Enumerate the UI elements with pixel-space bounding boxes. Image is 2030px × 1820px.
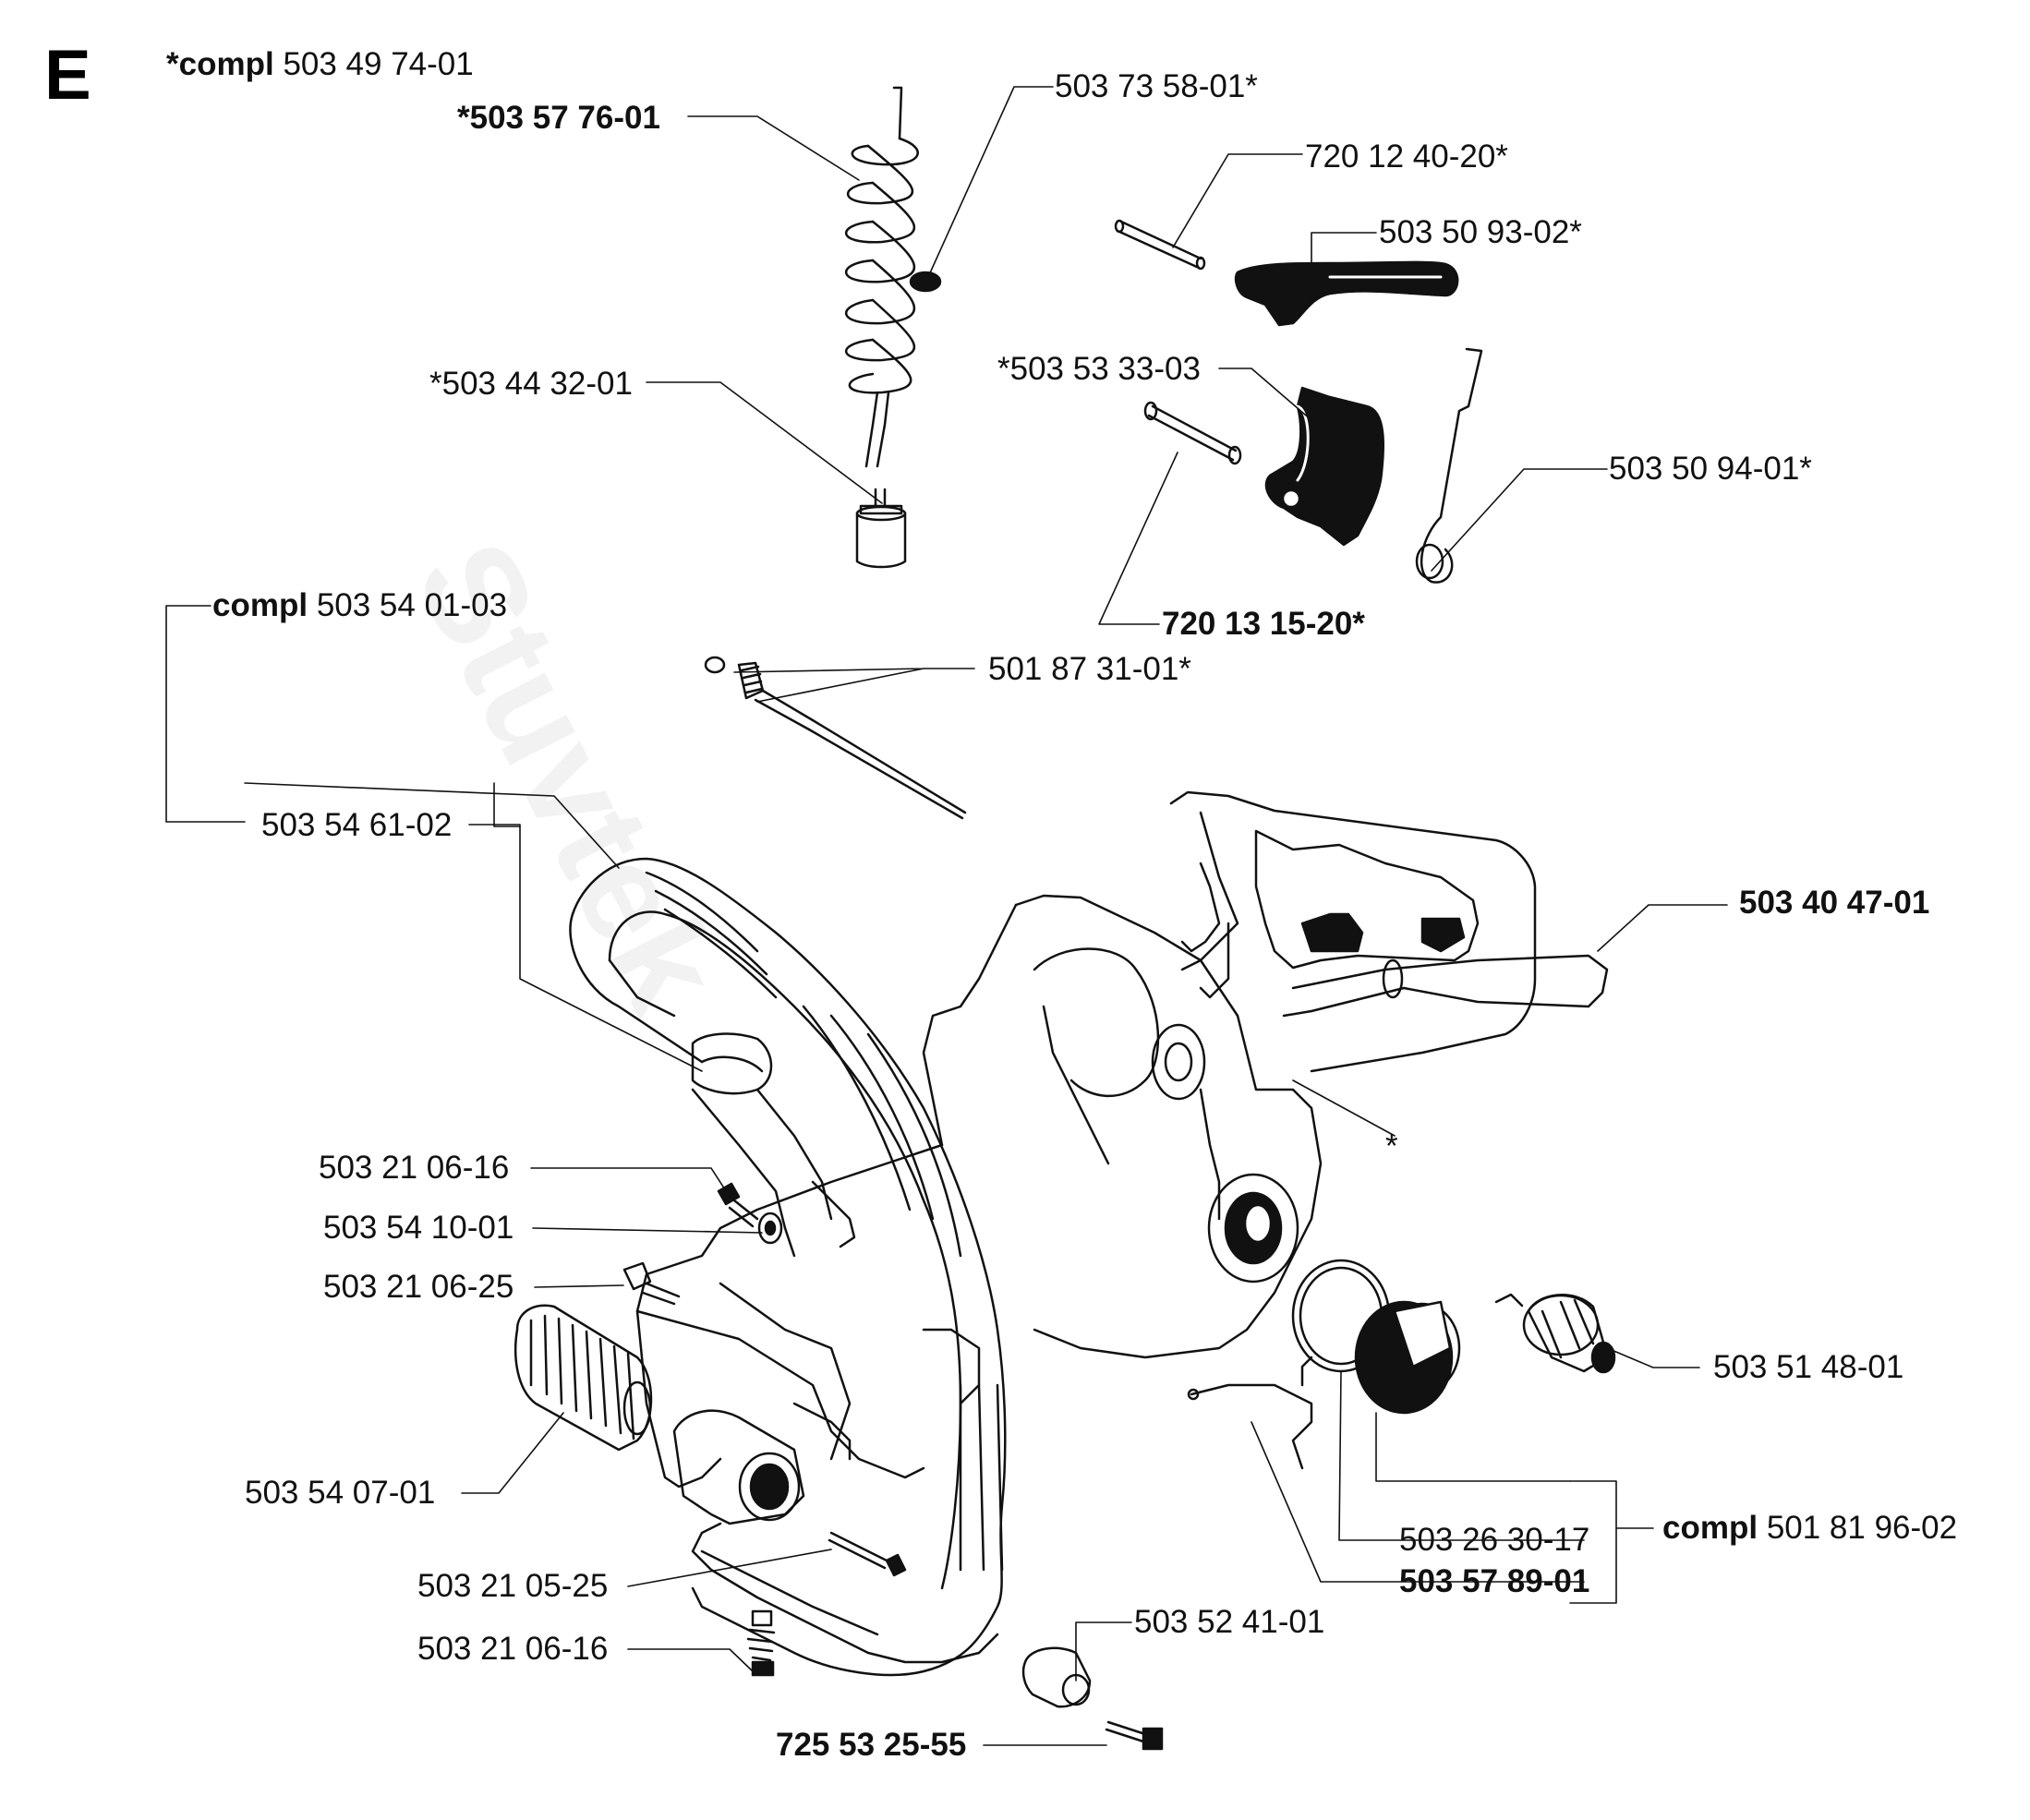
pin-small-drawing bbox=[1114, 219, 1206, 271]
part-label-throttle-trigger: 503 50 93-02* bbox=[1379, 214, 1582, 250]
pin-large-drawing bbox=[1143, 401, 1242, 465]
oil-pump-screw-drawing bbox=[704, 656, 967, 820]
compl-number: 503 49 74-01 bbox=[283, 46, 474, 82]
compl-number: 501 81 96-02 bbox=[1766, 1510, 1958, 1546]
screw-3-drawing bbox=[828, 1531, 907, 1577]
compl-assembly-label-cap: compl 501 81 96-02 bbox=[1662, 1510, 1957, 1547]
compl-prefix: compl bbox=[1662, 1510, 1758, 1546]
bushing-drawing bbox=[1021, 1646, 1092, 1708]
part-label-screw-2: 503 21 06-25 bbox=[323, 1269, 514, 1305]
retainer-drawing bbox=[1187, 1356, 1313, 1470]
compl-prefix: compl bbox=[212, 587, 308, 623]
screw-5-drawing bbox=[1105, 1720, 1164, 1751]
grip-drawing bbox=[514, 1304, 653, 1452]
part-label-retainer: 503 57 89-01 bbox=[1399, 1563, 1590, 1599]
part-label-screw-4: 503 21 06-16 bbox=[417, 1631, 609, 1667]
screw-4-drawing bbox=[746, 1609, 776, 1677]
part-label-bushing: 503 52 41-01 bbox=[1134, 1604, 1325, 1640]
part-label-oring: 503 26 30-17 bbox=[1399, 1522, 1590, 1558]
trigger-spring-drawing bbox=[1415, 347, 1483, 584]
compl-prefix: *compl bbox=[166, 46, 274, 82]
part-label-nut: 503 54 10-01 bbox=[323, 1210, 514, 1246]
compl-assembly-label-handle: compl 503 54 01-03 bbox=[212, 587, 507, 624]
part-label-screw-5: 725 53 25-55 bbox=[776, 1727, 967, 1763]
part-label-front-handle: 503 54 61-02 bbox=[261, 807, 453, 843]
nut-drawing bbox=[757, 1211, 783, 1245]
part-label-screw-1: 503 21 06-16 bbox=[319, 1150, 510, 1186]
asterisk-note: * bbox=[1385, 1128, 1398, 1164]
part-label-fuel-hose: *503 57 76-01 bbox=[457, 100, 660, 136]
compl-number: 503 54 01-03 bbox=[316, 587, 508, 623]
part-label-screw-3: 503 21 05-25 bbox=[417, 1568, 609, 1604]
fuel-hose-spring-drawing bbox=[844, 86, 942, 468]
fuel-filter-drawing bbox=[855, 488, 907, 569]
part-label-fuel-filter: *503 44 32-01 bbox=[429, 366, 633, 402]
part-label-valve: 503 51 48-01 bbox=[1713, 1349, 1904, 1385]
compl-assembly-label-top: *compl 503 49 74-01 bbox=[166, 46, 474, 83]
screw-2-drawing bbox=[622, 1261, 681, 1306]
part-label-pin-small: 720 12 40-20* bbox=[1305, 139, 1508, 175]
oil-cap-drawing bbox=[1354, 1300, 1461, 1415]
throttle-trigger-drawing bbox=[1234, 260, 1459, 327]
part-label-oil-pump-screw: 501 87 31-01* bbox=[988, 651, 1191, 687]
part-label-throttle-lockout: *503 53 33-03 bbox=[997, 351, 1201, 387]
housing-drawing bbox=[569, 790, 1609, 1677]
throttle-lockout-drawing bbox=[1264, 386, 1384, 547]
part-label-trigger-spring: 503 50 94-01* bbox=[1609, 451, 1812, 487]
part-label-pin-large: 720 13 15-20* bbox=[1162, 606, 1365, 642]
leader-lines bbox=[165, 86, 1728, 1746]
part-label-grip: 503 54 07-01 bbox=[245, 1475, 436, 1511]
valve-drawing bbox=[1494, 1293, 1616, 1374]
part-label-grommet: 503 73 58-01* bbox=[1055, 68, 1258, 104]
section-letter: E bbox=[44, 36, 91, 115]
part-label-rear-handle: 503 40 47-01 bbox=[1739, 885, 1930, 921]
